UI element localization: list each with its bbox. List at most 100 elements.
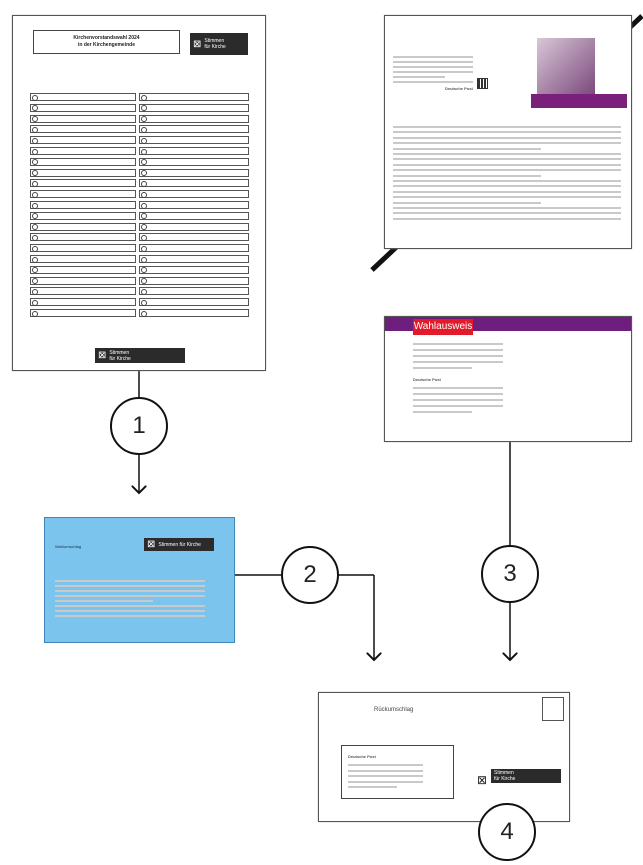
wahlausweis-text-line <box>413 355 503 357</box>
ballot-candidate-row <box>139 298 249 307</box>
footer-logo-text-1: Stimmen <box>109 349 130 356</box>
ballot-checkbox-circle <box>32 116 38 123</box>
return-envelope-brand: Deutsche Post <box>348 754 376 759</box>
ballot-checkbox-circle <box>32 180 38 187</box>
ballot-candidate-row <box>30 309 136 317</box>
letter-text-line <box>393 190 621 193</box>
letter-text-line <box>393 196 621 199</box>
letter-text-line <box>393 163 621 166</box>
return-address-window: Deutsche Post <box>341 745 454 799</box>
return-address-line <box>348 780 423 783</box>
ballot-candidate-row <box>30 190 136 199</box>
logo-cross-icon: ⊠ <box>193 38 202 50</box>
ballot-checkbox-circle <box>141 105 147 112</box>
letter-address-line <box>393 66 473 68</box>
ballot-candidate-row <box>139 276 249 285</box>
blue-logo-text-2: für Kirche <box>179 541 201 548</box>
ballot-checkbox-circle <box>141 213 147 220</box>
ballot-candidate-row <box>139 125 249 134</box>
return-cross-icon: ⊠ <box>477 773 488 787</box>
ballot-checkbox-circle <box>32 245 38 252</box>
ballot-checkbox-circle <box>141 224 147 231</box>
blue-envelope-text-line <box>55 580 205 582</box>
letter-text-line <box>393 126 621 128</box>
ballot-checkbox-circle <box>32 137 38 144</box>
blue-envelope-text-line <box>55 615 205 617</box>
ballot-candidate-row <box>30 201 136 209</box>
ballot-checkbox-circle <box>141 116 147 123</box>
ballot-title-line2: in der Kirchengemeinde <box>78 42 135 48</box>
blue-envelope-text-line <box>55 610 205 612</box>
wahlausweis-address-line <box>413 387 503 389</box>
letter-text-line <box>393 142 621 145</box>
ballot-checkbox-circle <box>32 310 38 317</box>
letter-text-line <box>393 136 621 139</box>
letter-address-line <box>393 56 473 58</box>
ballot-candidate-row <box>139 233 249 242</box>
wahlausweis-text-line <box>413 343 503 345</box>
ballot-candidate-row <box>139 147 249 155</box>
blue-envelope-text-line <box>55 590 205 592</box>
wahlausweis-brand: Deutsche Post <box>413 377 441 382</box>
ballot-checkbox-circle <box>32 159 38 166</box>
letter-purple-banner <box>531 94 627 108</box>
return-logo-text-1: Stimmen <box>494 770 514 776</box>
ballot-checkbox-circle <box>141 267 147 274</box>
letter-text-line <box>393 217 621 220</box>
return-address-line <box>348 764 423 766</box>
letter-text-line <box>393 153 621 155</box>
ballot-checkbox-circle <box>32 94 38 101</box>
step-2-circle: 2 <box>281 546 339 604</box>
ballot-checkbox-circle <box>32 191 38 198</box>
ballot-checkbox-circle <box>141 202 147 209</box>
ballot-candidate-row <box>30 125 136 134</box>
footer-logo-text-2: für Kirche <box>109 355 131 362</box>
blue-logo-text-1: Stimmen <box>158 541 179 548</box>
cover-letter-document: Deutsche Post <box>384 15 632 249</box>
ballot-title-line1: Kirchenvorstandswahl 2024 <box>73 35 140 41</box>
ballot-checkbox-circle <box>141 94 147 101</box>
step-1-circle: 1 <box>110 397 168 455</box>
ballot-candidate-row <box>139 287 249 296</box>
ballot-candidate-row <box>30 168 136 177</box>
ballot-candidate-row <box>30 179 136 188</box>
ballot-candidate-row <box>139 244 249 253</box>
ballot-checkbox-circle <box>32 299 38 306</box>
blue-envelope-title: Wahlumschlag <box>55 544 82 549</box>
ballot-candidate-row <box>139 255 249 263</box>
ballot-checkbox-circle <box>141 245 147 252</box>
letter-photo <box>537 38 595 94</box>
letter-address-line <box>393 71 473 73</box>
ballot-checkbox-circle <box>141 191 147 198</box>
return-address-line <box>348 786 397 788</box>
ballot-candidate-row <box>139 222 249 231</box>
ballot-candidate-row <box>30 276 136 285</box>
ballot-checkbox-circle <box>141 148 147 155</box>
wahlausweis-document: Wahlausweis Deutsche Post <box>384 316 632 442</box>
return-address-line <box>348 775 423 777</box>
wahlausweis-text-line <box>413 361 503 363</box>
ballot-checkbox-circle <box>32 213 38 220</box>
ballot-checkbox-circle <box>141 137 147 144</box>
ballot-candidate-row <box>139 157 249 166</box>
return-envelope-title: Rückumschlag <box>374 707 414 713</box>
ballot-checkbox-circle <box>32 105 38 112</box>
ballot-checkbox-circle <box>32 234 38 241</box>
blue-envelope-text-line <box>55 605 205 607</box>
return-address-line <box>348 769 423 772</box>
letter-text-line <box>393 185 621 188</box>
ballot-checkbox-circle <box>32 224 38 231</box>
ballot-candidate-row <box>139 168 249 177</box>
ballot-checkbox-circle <box>141 278 147 285</box>
ballot-checkbox-circle <box>141 288 147 295</box>
ballot-checkbox-circle <box>141 234 147 241</box>
letter-text-line <box>393 212 621 215</box>
ballot-checkbox-circle <box>141 126 147 133</box>
blue-envelope-text-line <box>55 595 205 597</box>
ballot-checkbox-circle <box>32 288 38 295</box>
ballot-candidate-row <box>139 265 249 274</box>
letter-text-line <box>393 131 621 134</box>
